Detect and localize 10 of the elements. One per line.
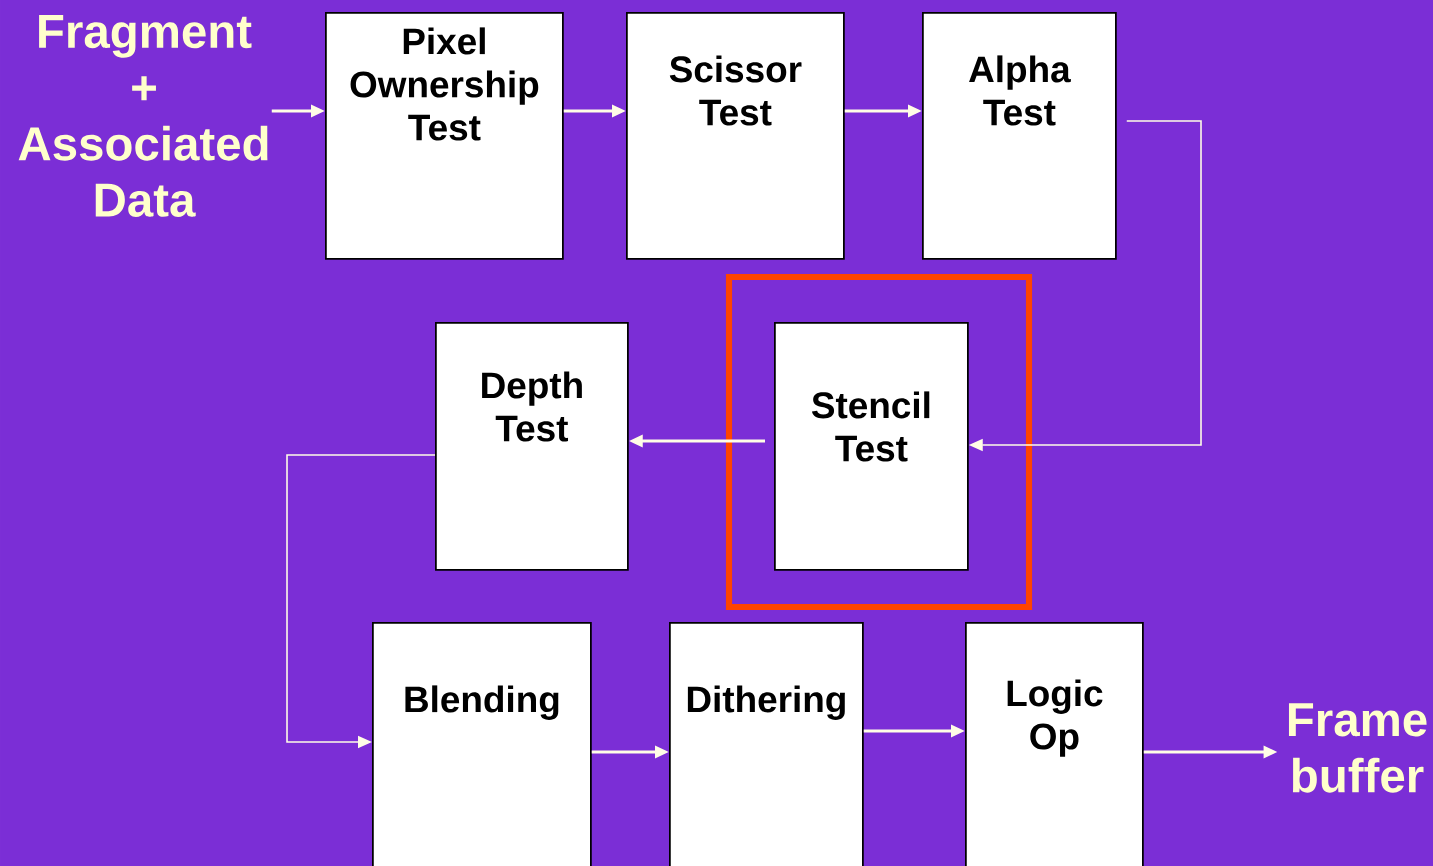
process-box: Depth Test <box>435 322 629 571</box>
process-box: Logic Op <box>965 622 1144 866</box>
process-box: Scissor Test <box>626 12 845 260</box>
process-box: Stencil Test <box>774 322 969 571</box>
flow-label: Fragment + Associated Data <box>18 15 268 217</box>
flow-label: Frame buffer <box>1288 703 1427 793</box>
process-box: Pixel Ownership Test <box>325 12 564 260</box>
process-box: Blending <box>372 622 592 866</box>
process-box: Alpha Test <box>922 12 1117 260</box>
process-box: Dithering <box>669 622 864 866</box>
